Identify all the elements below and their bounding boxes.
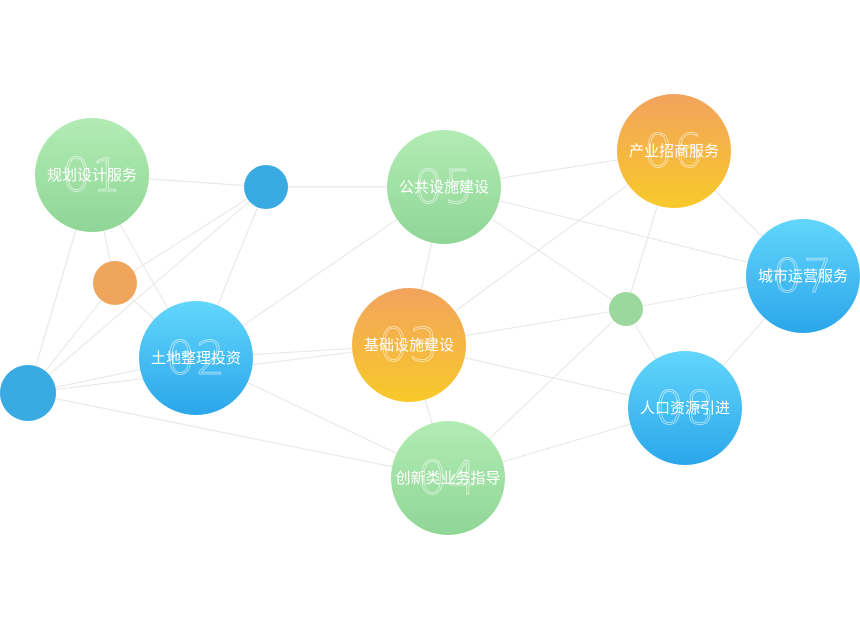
node-circle	[35, 118, 149, 232]
node-number: 07	[773, 249, 834, 303]
connector-dots	[0, 165, 643, 421]
node-label: 公共设施建设	[399, 178, 489, 196]
node-circle	[628, 351, 742, 465]
node-number: 05	[414, 160, 475, 214]
node-number: 04	[418, 451, 479, 505]
node-circle	[352, 288, 466, 402]
node-label: 土地整理投资	[151, 349, 241, 367]
connector-dot-4	[609, 292, 643, 326]
node-label: 创新类业务指导	[395, 469, 500, 487]
connector-dot-2	[93, 261, 137, 305]
node-circle	[617, 94, 731, 208]
edge-d1-d2	[114, 186, 267, 284]
node-label: 产业招商服务	[629, 142, 719, 160]
node-circle	[746, 219, 860, 333]
connector-dot-1	[244, 165, 288, 209]
node-number: 01	[62, 148, 123, 202]
node-circle	[139, 301, 253, 415]
node-number: 06	[644, 124, 705, 178]
node-number: 08	[655, 381, 716, 435]
edge-d1-d3	[27, 186, 267, 394]
edge-n5-n7	[443, 186, 804, 277]
connector-dot-3	[0, 365, 56, 421]
node-label: 人口资源引进	[640, 399, 730, 417]
node-label: 规划设计服务	[47, 166, 137, 184]
node-circle	[391, 421, 505, 535]
edge-d3-n4	[27, 392, 449, 479]
node-circle	[387, 130, 501, 244]
node-label: 城市运营服务	[758, 267, 848, 285]
node-label: 基础设施建设	[364, 336, 454, 354]
node-number: 02	[166, 331, 227, 385]
node-number: 03	[379, 318, 440, 372]
